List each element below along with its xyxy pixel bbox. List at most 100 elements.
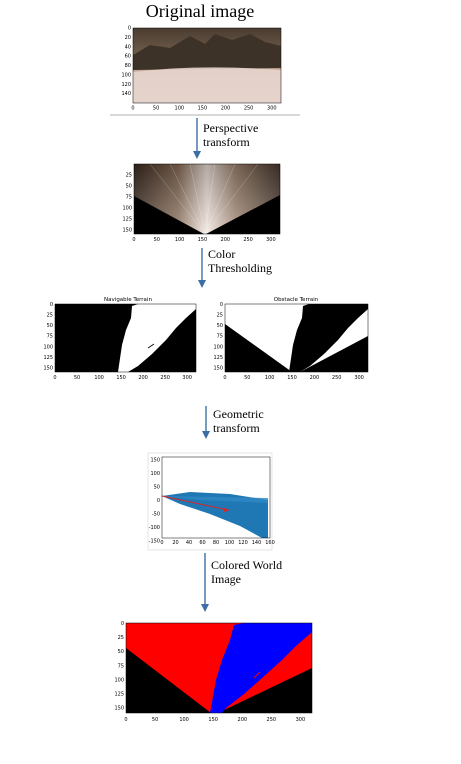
obstacle-right	[300, 336, 368, 372]
x-tick-label: 0	[124, 717, 127, 723]
x-tick-label: 300	[182, 375, 192, 381]
y-tick-label: 25	[217, 312, 223, 318]
y-tick-label: 0	[121, 621, 124, 627]
x-tick-label: 0	[132, 237, 135, 243]
x-tick-label: 200	[138, 375, 148, 381]
x-tick-label: 50	[244, 375, 250, 381]
x-tick-label: 100	[175, 237, 185, 243]
x-tick-label: 250	[243, 237, 253, 243]
navigable-region	[210, 623, 312, 713]
y-tick-label: 100	[122, 206, 132, 212]
y-tick-label: 80	[125, 63, 131, 69]
y-tick-label: 0	[128, 26, 131, 32]
y-tick-label: 100	[114, 677, 124, 683]
x-tick-label: 120	[238, 540, 248, 546]
y-tick-label: 150	[114, 706, 124, 712]
x-tick-label: 100	[179, 717, 189, 723]
mean-direction-arrowhead	[224, 508, 230, 512]
y-tick-label: 50	[126, 184, 132, 190]
x-tick-label: 150	[198, 237, 208, 243]
x-tick-label: 50	[74, 375, 80, 381]
y-tick-label: 50	[47, 323, 53, 329]
axes-frame	[224, 303, 369, 373]
x-tick-label: 200	[221, 106, 231, 112]
y-tick-label: -50	[152, 511, 160, 517]
y-tick-label: 25	[126, 173, 132, 179]
y-tick-label: 120	[121, 82, 131, 88]
y-tick-label: 50	[154, 484, 160, 490]
x-tick-label: 0	[160, 540, 163, 546]
arrow-colored-world	[201, 553, 209, 612]
y-tick-label: 125	[114, 691, 124, 697]
x-tick-label: 100	[94, 375, 104, 381]
diagram-title: Original image	[145, 1, 255, 21]
x-tick-label: 300	[266, 237, 276, 243]
y-tick-label: 0	[50, 302, 53, 308]
x-tick-label: 0	[131, 106, 134, 112]
x-tick-label: 50	[152, 717, 158, 723]
x-tick-label: 100	[265, 375, 275, 381]
x-tick-label: 250	[332, 375, 342, 381]
axes-frame	[133, 163, 281, 235]
step-label-perspective: Perspective transform	[203, 121, 259, 149]
arrow-perspective	[193, 118, 201, 159]
y-tick-label: 150	[213, 366, 223, 372]
obstacle-left	[225, 304, 292, 372]
y-tick-label: 75	[118, 663, 124, 669]
x-tick-label: 300	[267, 106, 277, 112]
x-tick-label: 150	[287, 375, 297, 381]
x-tick-label: 50	[153, 106, 159, 112]
y-tick-label: -100	[149, 525, 160, 531]
x-tick-label: 20	[172, 540, 178, 546]
mean-direction-line	[161, 495, 229, 511]
y-tick-label: 50	[217, 323, 223, 329]
axes-frame	[161, 456, 271, 539]
y-tick-label: 25	[47, 312, 53, 318]
panel-title: Navigable Terrain	[104, 297, 152, 303]
axes-frame	[125, 622, 313, 714]
arrow-color-threshold	[198, 248, 206, 288]
y-tick-label: 40	[125, 44, 131, 50]
arrow-geometric	[202, 406, 210, 439]
y-tick-label: 50	[118, 649, 124, 655]
y-tick-label: 125	[213, 355, 223, 361]
x-tick-label: 140	[252, 540, 262, 546]
x-tick-label: 250	[160, 375, 170, 381]
y-tick-label: 0	[220, 302, 223, 308]
x-tick-label: 150	[198, 106, 208, 112]
y-tick-label: 60	[125, 54, 131, 60]
x-tick-label: 250	[244, 106, 254, 112]
y-tick-label: 100	[121, 73, 131, 79]
y-tick-label: 140	[121, 91, 131, 97]
x-tick-label: 100	[225, 540, 235, 546]
y-tick-label: 0	[157, 498, 160, 504]
y-tick-label: -150	[149, 538, 160, 544]
warped-streaks	[149, 163, 259, 235]
step-label-colored-world: Colored World Image	[211, 558, 283, 586]
y-tick-label: 125	[122, 216, 132, 222]
x-tick-label: 200	[221, 237, 231, 243]
y-tick-label: 100	[150, 471, 160, 477]
obstacle-rocks	[289, 304, 368, 372]
y-tick-label: 75	[126, 195, 132, 201]
navigable-points	[162, 492, 268, 538]
axes-frame	[132, 27, 282, 104]
x-tick-label: 40	[186, 540, 192, 546]
navigable-mask	[118, 304, 196, 372]
x-tick-label: 150	[208, 717, 218, 723]
